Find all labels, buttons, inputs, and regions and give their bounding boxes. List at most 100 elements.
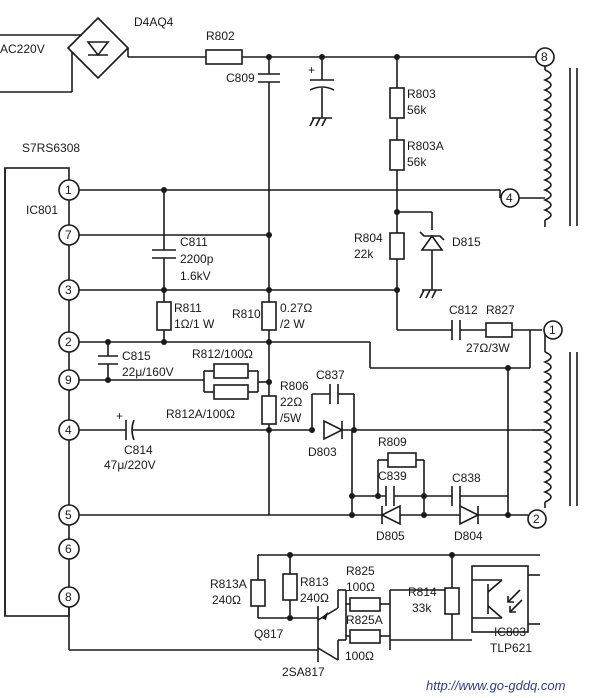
c814-plate-right [131,419,135,441]
node [287,615,293,621]
c839-label: C839 [378,469,407,483]
ic-pin-6-label: 6 [65,542,72,556]
ic-pin-6 [58,538,80,560]
r806-value1: 22Ω [280,395,302,409]
r814-resistor [444,587,460,615]
r804-label: R804 [354,231,383,245]
c812-label: C812 [449,303,478,317]
node [105,377,111,383]
node [266,379,272,385]
ic-pin-7-label: 7 [65,228,72,242]
ic803-phototransistor [472,579,503,619]
transformer-pin-2 [527,509,547,529]
ground-symbol [419,289,442,299]
r812a-label: R812A/100Ω [166,407,235,421]
d805-label: D805 [376,529,405,543]
c815-value: 22μ/160V [122,365,174,379]
ic-pin-8-label: 8 [65,590,72,604]
ic801-ref: IC801 [26,203,58,217]
transformer-pin-8-label: 8 [541,50,548,64]
q817-label: Q817 [254,627,284,641]
r814-label: R814 [408,585,437,599]
r806-label: R806 [280,379,309,393]
node [266,232,272,238]
c815-label: C815 [122,349,151,363]
ic803-label: IC803 [494,625,526,639]
r810-value2: /2 W [280,317,305,331]
ic801-model: S7RS6308 [22,141,80,155]
r825a-value: 100Ω [345,649,374,663]
node [421,512,427,518]
r810-resistor [261,301,277,331]
ic803-model: TLP621 [490,641,532,655]
r811-resistor [156,301,172,331]
r809-resistor [387,452,417,468]
node [375,493,381,499]
d804-label: D804 [454,529,483,543]
r810-value1: 0.27Ω [280,301,312,315]
r813-value: 240Ω [300,591,329,605]
c811-value1: 2200p [180,252,214,266]
transformer-pin-8 [535,47,555,67]
ic-pin-5-label: 5 [65,508,72,522]
node [266,339,272,345]
d803-diode [323,419,344,441]
r813-resistor [282,573,298,601]
transformer-pin-2-label: 2 [533,512,540,526]
r825-resistor [349,597,381,612]
r813a-resistor [250,579,266,607]
d805-diode [380,504,401,526]
node [505,512,511,518]
c837-label: C837 [316,368,345,382]
d803-label: D803 [308,445,337,459]
r803-value: 56k [407,103,427,117]
r825-value: 100Ω [346,580,375,594]
r812-label: R812/100Ω [192,347,253,361]
ac-input-label: AC220V [0,42,45,56]
r804-resistor [389,232,405,260]
ic-pin-1-label: 1 [65,183,72,197]
ground-symbol [309,117,332,127]
r812-resistor [213,363,249,379]
c814-label: C814 [124,443,153,457]
ic-pin-4-label: 4 [65,423,72,437]
node [266,427,272,433]
ic-pin-2-label: 2 [65,335,72,349]
r803a-value: 56k [407,155,427,169]
r803-resistor [389,87,405,119]
r813a-value: 240Ω [212,593,241,607]
plus-sign: + [116,409,123,423]
r804-value: 22k [354,247,374,261]
secondary-winding [542,351,552,503]
ic-pin-9-label: 9 [65,373,72,387]
r813a-label: R813A [210,577,247,591]
r802-label: R802 [206,29,235,43]
q817-model: 2SA817 [282,665,325,679]
q817-transistor [317,606,339,662]
d804-diode [459,504,480,526]
node [505,365,511,371]
r825-label: R825 [346,564,375,578]
d815-label: D815 [452,235,481,249]
c809-label: C809 [226,71,255,85]
node [349,493,355,499]
r803a-resistor [389,139,405,171]
r827-value: 27Ω/3W [466,341,510,355]
r825a-resistor [349,629,381,644]
c838-label: C838 [452,471,481,485]
r806-resistor [261,395,277,425]
plus-sign: + [308,63,315,77]
r813-label: R813 [300,575,329,589]
r802-resistor [205,49,243,65]
ic-pin-3-label: 3 [65,283,72,297]
c811-value2: 1.6kV [180,269,211,283]
transformer-pin-4-label: 4 [506,191,513,205]
light-arrows-icon [507,589,523,613]
r812a-resistor [213,384,249,400]
bridge-rectifier [66,16,130,80]
node [266,287,272,293]
transformer-pin-1 [543,320,563,340]
r825a-label: R825A [346,613,383,627]
r811-value: 1Ω/1 W [174,317,215,331]
